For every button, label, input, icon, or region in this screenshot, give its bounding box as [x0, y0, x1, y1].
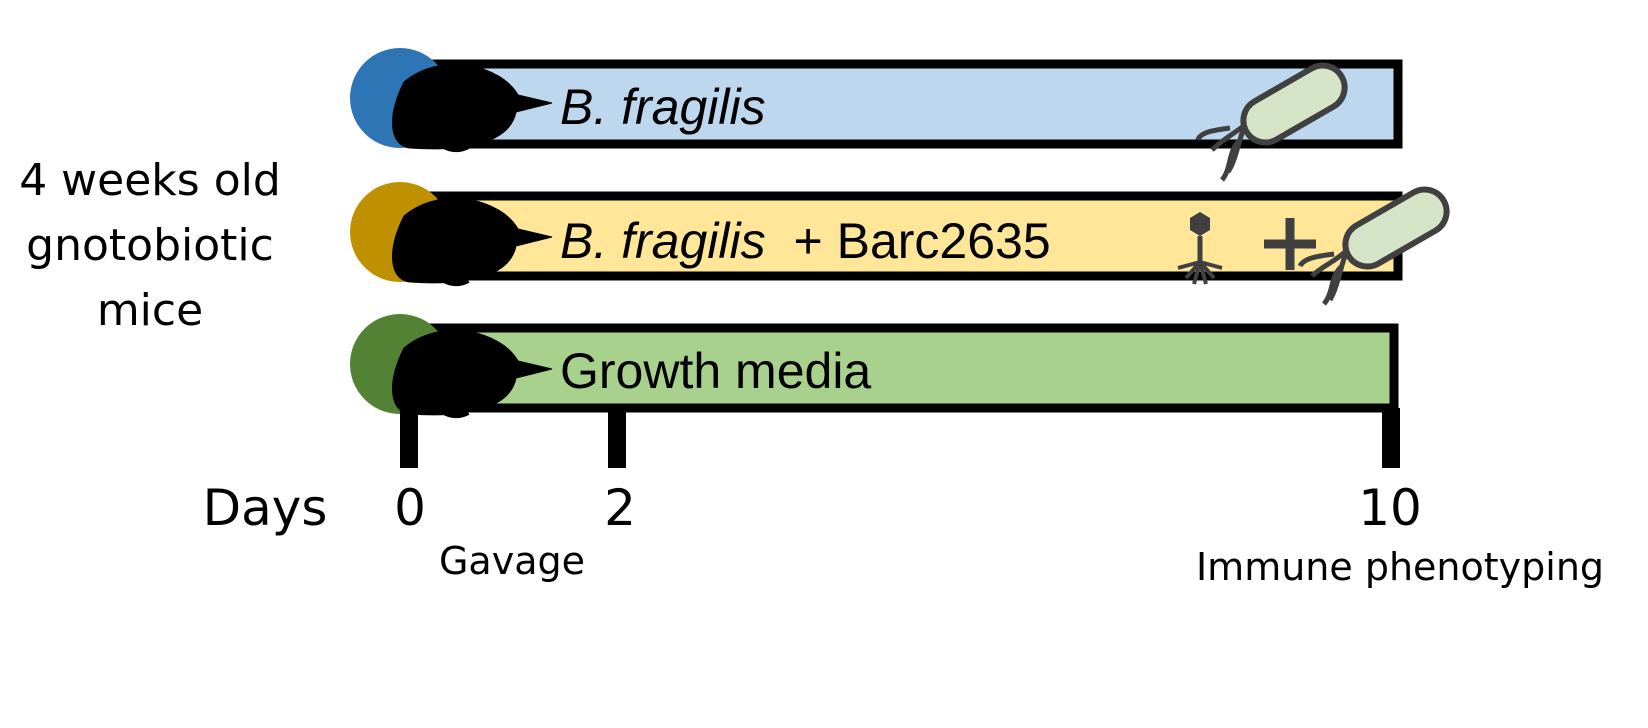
condition-bar-bfragilis-phage [415, 191, 1403, 281]
condition-label-bfragilis-phage: B. fragilis + Barc2635 [560, 213, 1051, 269]
mouse-icon [350, 182, 552, 283]
tick-mark-day-10 [1382, 408, 1400, 468]
group-label-line-1: 4 weeks old [19, 155, 281, 206]
tick-label-day-0: 0 [394, 479, 426, 537]
plus-icon [1264, 218, 1316, 270]
axis-label-days: Days [203, 479, 328, 537]
condition-row-growth-media: Growth media [350, 314, 1399, 415]
tick-label-day-2: 2 [604, 479, 636, 537]
group-label-line-2: gnotobiotic [26, 220, 274, 271]
condition-row-bfragilis: B. fragilis [350, 48, 1403, 182]
condition-label-growth-media: Growth media [560, 343, 871, 399]
condition-row-bfragilis-phage: B. fragilis + Barc2635 [350, 181, 1455, 306]
phage-icon [1177, 212, 1223, 285]
event-label-immune-phenotyping: Immune phenotyping [1196, 545, 1604, 589]
mouse-icon [350, 48, 552, 149]
mouse-icon [350, 314, 552, 415]
bacterium-icon [1195, 57, 1353, 182]
tick-mark-day-0 [400, 408, 418, 468]
condition-label-bfragilis: B. fragilis [560, 79, 766, 135]
event-label-gavage: Gavage [439, 539, 585, 583]
group-label: 4 weeks old gnotobiotic mice [19, 155, 281, 336]
bacterium-icon [1297, 181, 1455, 306]
tick-mark-day-2 [608, 408, 626, 468]
group-label-line-3: mice [97, 285, 203, 336]
timeline: Days 0 2 10 Gavage Immune phenotyping [203, 408, 1604, 589]
tick-label-day-10: 10 [1358, 479, 1422, 537]
